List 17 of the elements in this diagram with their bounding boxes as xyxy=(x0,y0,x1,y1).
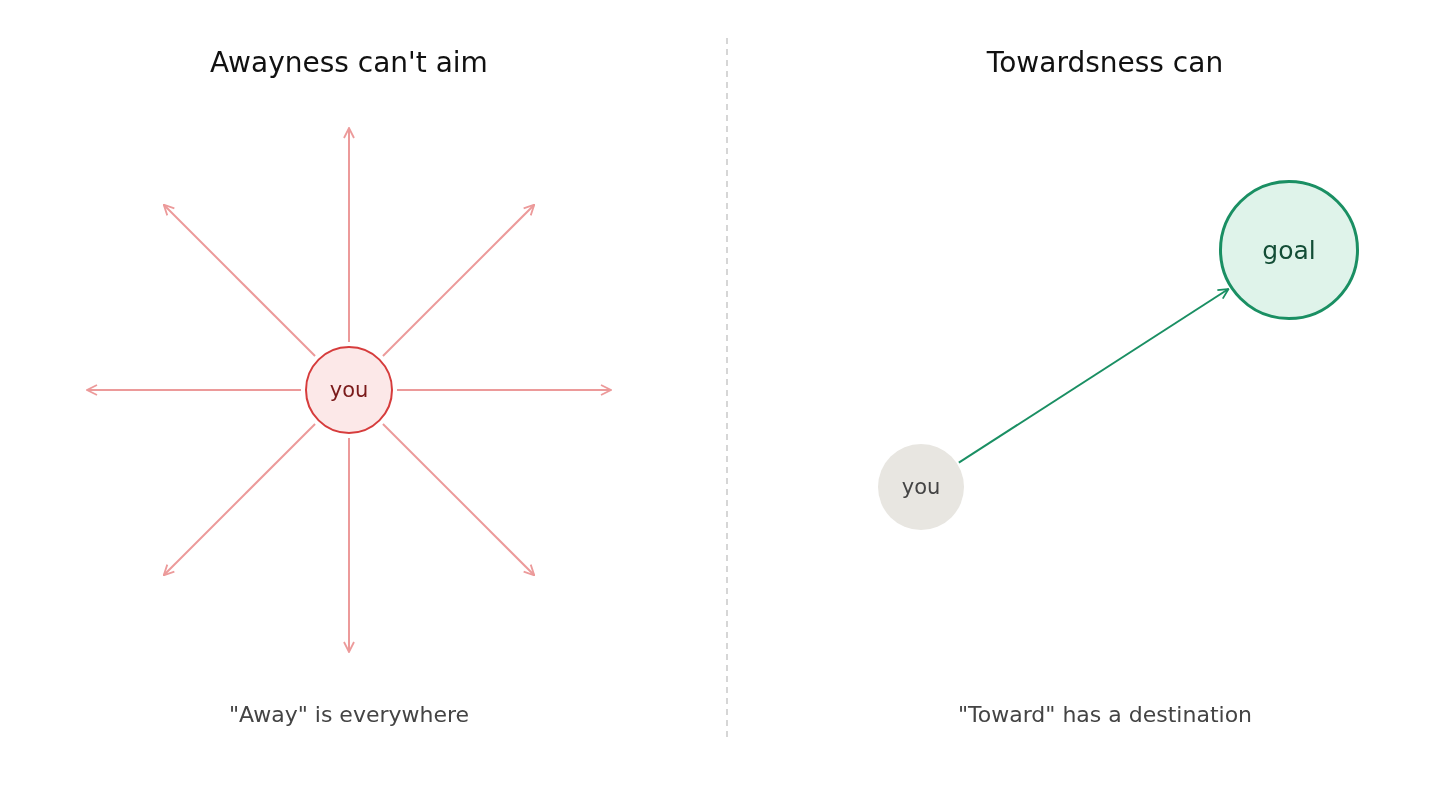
caption-text: "Toward" has a destination xyxy=(957,702,1253,727)
circle-node xyxy=(305,346,393,434)
node-label: you xyxy=(329,378,369,402)
arrow xyxy=(343,437,355,653)
caption-text: "Away" is everywhere xyxy=(228,702,470,727)
node-label: goal xyxy=(1262,235,1316,265)
node-label: you xyxy=(901,475,941,499)
arrow xyxy=(381,422,536,577)
arrow xyxy=(162,422,317,577)
arrow xyxy=(86,384,302,396)
arrow xyxy=(381,203,536,358)
arrow xyxy=(396,384,612,396)
arrow xyxy=(343,127,355,343)
panel-heading: Towardsness can xyxy=(986,46,1224,79)
panel-heading: Awayness can't aim xyxy=(210,46,488,79)
arrow xyxy=(957,288,1230,464)
arrow xyxy=(162,203,317,358)
